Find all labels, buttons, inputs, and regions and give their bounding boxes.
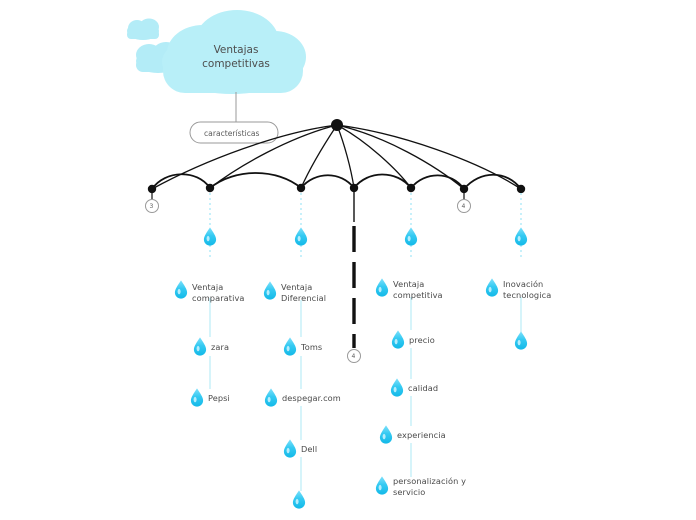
rib-tip-dot — [147, 184, 157, 194]
umbrella-rib-tips — [147, 183, 526, 194]
rain-drops-top — [203, 227, 528, 246]
rib-tip-dot — [349, 183, 359, 193]
water-drop-icon — [263, 281, 277, 300]
small-cloud-icon-1 — [127, 18, 159, 40]
handle-badge[interactable] — [347, 349, 361, 363]
list-item-label: Ventaja competitiva — [393, 279, 443, 300]
water-drop-icon — [203, 227, 217, 246]
rain-stems-top — [209, 193, 522, 258]
list-item-label: zara — [211, 342, 230, 352]
badge-group — [145, 193, 471, 363]
water-drop-icon — [391, 330, 405, 349]
water-drop-icon — [485, 278, 499, 297]
water-drop-icon — [292, 490, 306, 509]
list-item-label: Toms — [301, 342, 323, 352]
rib-badge[interactable] — [145, 199, 159, 213]
cloud-icon-main — [162, 10, 306, 94]
rib-tip-dot — [459, 184, 469, 194]
umbrella-canopy-edge — [151, 172, 522, 190]
characteristics-node-label: características — [204, 129, 260, 138]
list-item-label: calidad — [408, 383, 439, 393]
water-drop-icon — [404, 227, 418, 246]
water-drop-icon — [190, 388, 204, 407]
water-drop-icon — [294, 227, 308, 246]
water-drop-icon — [375, 278, 389, 297]
list-item-label: precio — [409, 335, 435, 345]
list-item-label: despegar.com — [282, 393, 341, 403]
water-drop-icon — [379, 425, 393, 444]
umbrella-apex-dot — [331, 119, 343, 131]
drops-column-3 — [375, 278, 405, 495]
list-item-label: personalización y servicio — [393, 476, 467, 497]
water-drop-icon — [514, 227, 528, 246]
handle-badge-label: 4 — [351, 352, 356, 360]
rib-badge[interactable] — [457, 199, 471, 213]
column-stems — [209, 297, 522, 491]
cloud-title: Ventajas competitivas — [202, 44, 270, 70]
water-drop-icon — [264, 388, 278, 407]
water-drop-icon — [283, 337, 297, 356]
rounded-rect-node[interactable] — [189, 121, 279, 144]
list-item-label: experiencia — [397, 430, 446, 440]
water-drop-icon — [193, 337, 207, 356]
water-drop-icon — [390, 378, 404, 397]
water-drop-icon — [375, 476, 389, 495]
list-item-label: Inovación tecnologica — [503, 279, 552, 300]
rib-tip-dot — [205, 183, 215, 193]
water-drop-icon — [514, 331, 528, 350]
water-drop-icon — [174, 280, 188, 299]
rib-tip-dot — [406, 183, 416, 193]
list-item-label: Dell — [301, 444, 318, 454]
list-item-label: Ventaja comparativa — [192, 282, 245, 303]
list-item-label: Ventaja Diferencial — [281, 282, 327, 303]
rib-badge-label-right: 4 — [461, 202, 466, 210]
rib-tip-dot — [296, 183, 306, 193]
list-item-label: Pepsi — [208, 393, 230, 403]
water-drop-icon — [283, 439, 297, 458]
rib-tip-dot — [516, 184, 526, 194]
rib-badge-label-left: 3 — [149, 202, 154, 210]
